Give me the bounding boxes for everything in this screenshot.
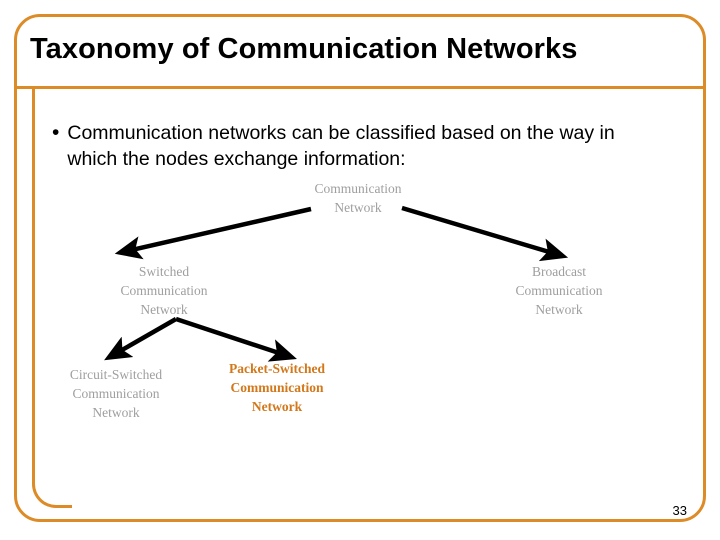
bullet-item-text: Communication networks can be classified… xyxy=(67,122,615,170)
edge-switched-to-circuit xyxy=(104,317,178,361)
diagram-node-switched-communication-network: Switched Communication Network xyxy=(120,264,208,317)
bullet-marker-icon: • xyxy=(52,121,60,144)
diagram-node-packet-switched-communication-network: Packet-Switched Communication Network xyxy=(229,361,325,414)
page-number: 33 xyxy=(672,503,687,518)
edge-switched-to-packet xyxy=(175,316,297,362)
slide-frame-divider xyxy=(15,86,705,89)
bullet-list-item: • Communication networks can be classifi… xyxy=(52,120,652,172)
edge-root-to-switched xyxy=(114,206,312,260)
edge-root-to-broadcast xyxy=(401,205,569,262)
diagram-node-communication-network: Communication Network xyxy=(314,181,402,215)
page-title: Taxonomy of Communication Networks xyxy=(30,33,578,65)
diagram-node-circuit-switched-communication-network: Circuit-Switched Communication Network xyxy=(69,367,163,420)
diagram-node-broadcast-communication-network: Broadcast Communication Network xyxy=(515,264,603,317)
